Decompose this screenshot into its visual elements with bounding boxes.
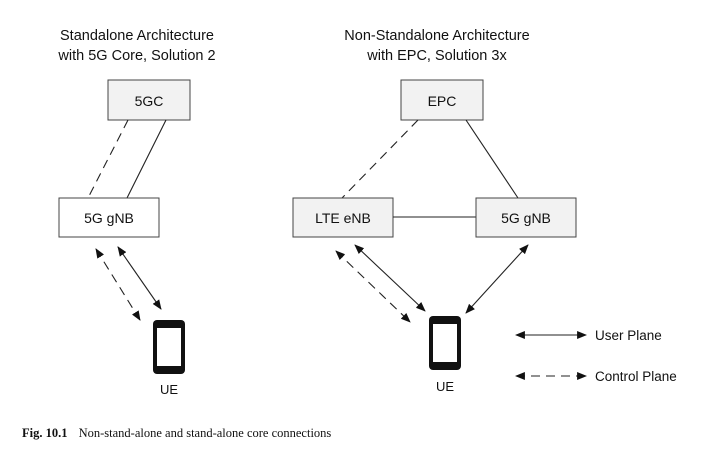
left-title-line1: Standalone Architecture xyxy=(60,28,214,44)
left-gnb-label: 5G gNB xyxy=(84,210,134,226)
left-title-line2: with 5G Core, Solution 2 xyxy=(57,48,215,64)
figure-caption: Fig. 10.1 Non-stand-alone and stand-alon… xyxy=(22,426,331,440)
figure-caption-label: Fig. 10.1 xyxy=(22,426,67,440)
legend-user-plane-label: User Plane xyxy=(595,328,662,343)
left-control-plane-arrow xyxy=(95,248,141,321)
left-user-plane-arrow xyxy=(117,246,162,310)
right-gnb-label: 5G gNB xyxy=(501,210,551,226)
right-ue-label: UE xyxy=(436,379,454,394)
right-enb-label: LTE eNB xyxy=(315,210,371,226)
right-epc-enb-control-line xyxy=(341,119,419,199)
left-ue-phone-icon xyxy=(153,320,185,374)
left-gnb-box xyxy=(58,197,160,238)
right-enb-user-plane-arrow xyxy=(354,244,426,312)
right-core-label: EPC xyxy=(428,93,457,109)
right-title-line1: Non-Standalone Architecture xyxy=(344,28,529,44)
right-ue-phone-icon xyxy=(429,316,461,370)
right-gnb-user-plane-arrow xyxy=(465,244,529,314)
right-core-box xyxy=(400,79,484,121)
legend-control-plane-label: Control Plane xyxy=(595,369,677,384)
figure-caption-text: Non-stand-alone and stand-alone core con… xyxy=(79,426,332,440)
left-core-gnb-user-line xyxy=(126,119,167,199)
right-gnb-box xyxy=(475,197,577,238)
left-core-box xyxy=(107,79,191,121)
left-ue-label: UE xyxy=(160,382,178,397)
right-title-line2: with EPC, Solution 3x xyxy=(366,48,507,64)
left-core-gnb-control-line xyxy=(87,119,129,199)
right-epc-gnb-user-line xyxy=(465,119,519,199)
left-core-label: 5GC xyxy=(135,93,164,109)
